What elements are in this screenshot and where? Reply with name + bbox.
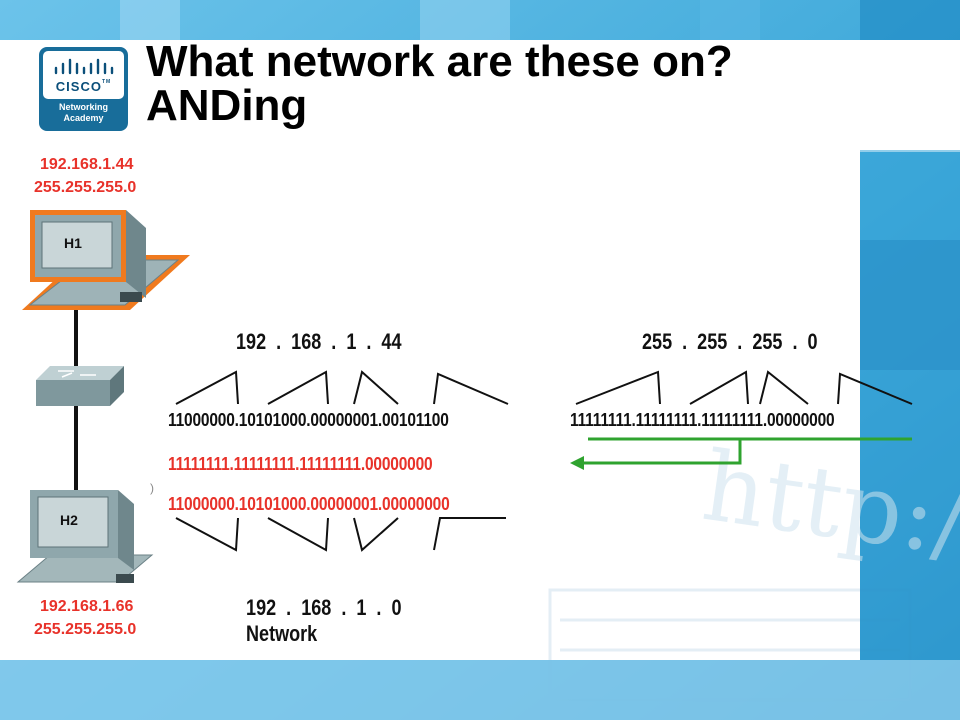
svg-text:): ) [150, 481, 154, 495]
cisco-bars-icon [54, 58, 114, 75]
logo-subtitle: Networking Academy [58, 102, 108, 123]
logo-brand-text: CISCOTM [55, 79, 112, 94]
cisco-networking-academy-logo: CISCOTM Networking Academy [39, 47, 128, 131]
green-arrow-icon [580, 437, 912, 465]
title-frame [34, 43, 932, 148]
slide-title: What network are these on? ANDing [146, 40, 733, 128]
title-line-2: ANDing [146, 81, 308, 130]
host-h1-label: H1 [64, 235, 82, 251]
host-h1-ip: 192.168.1.44 [40, 156, 134, 173]
host-h1-computer-icon [22, 210, 190, 310]
host-h2-computer-icon [16, 490, 154, 583]
green-arrowhead-icon [570, 456, 584, 470]
network-decimal: 192 . 168 . 1 . 0 Network [236, 569, 401, 647]
host-h2-mask: 255.255.255.0 [34, 621, 137, 638]
switch-icon [36, 366, 124, 406]
mask-binary-right: 11111111.11111111.11111111.00000000 [570, 410, 835, 430]
mask-decimal: 255 . 255 . 255 . 0 [642, 329, 818, 354]
mask-binary: 11111111.11111111.11111111.00000000 [168, 454, 433, 474]
right-expand-brackets [575, 370, 913, 405]
network-decimal-value: 192 . 168 . 1 . 0 [246, 595, 402, 620]
logo-badge: CISCOTM [43, 51, 124, 99]
left-collapse-brackets [175, 517, 506, 552]
host-h2-label: H2 [60, 512, 78, 528]
host-h2-ip: 192.168.1.66 [40, 598, 134, 615]
ip-binary: 11000000.10101000.00000001.00101100 [168, 410, 449, 430]
title-line-1: What network are these on? [146, 37, 733, 86]
host-h1-mask: 255.255.255.0 [34, 179, 137, 196]
ip-decimal: 192 . 168 . 1 . 44 [236, 329, 402, 354]
network-label: Network [246, 621, 318, 646]
network-binary: 11000000.10101000.00000001.00000000 [168, 494, 450, 514]
left-expand-brackets [175, 370, 509, 405]
